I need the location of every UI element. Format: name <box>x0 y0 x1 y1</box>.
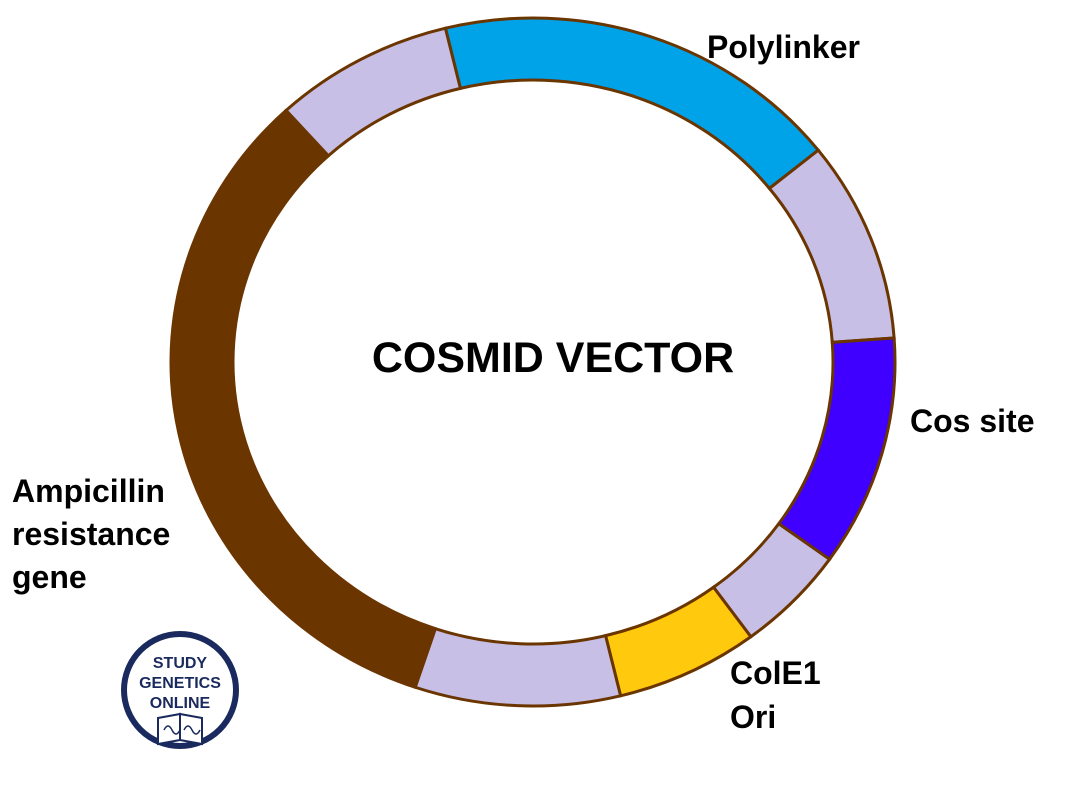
segment-cos-site <box>776 336 897 562</box>
label-resistance: resistance <box>12 516 170 552</box>
label-cole1: ColE1 <box>730 655 821 691</box>
study-genetics-online-logo: STUDY GENETICS ONLINE <box>121 631 239 749</box>
label-gene: gene <box>12 559 87 595</box>
diagram-title: COSMID VECTOR <box>372 334 734 382</box>
plasmid-ring <box>169 16 897 708</box>
book-icon <box>157 712 203 746</box>
segment-spacer-3 <box>413 626 623 708</box>
logo-ring <box>121 631 239 749</box>
label-ampicillin: Ampicillin <box>12 473 165 509</box>
label-ori: Ori <box>730 699 776 735</box>
segment-ampicillin <box>169 108 438 690</box>
logo-line-1: STUDY <box>153 655 208 672</box>
logo-line-3: ONLINE <box>150 695 211 712</box>
segment-spacer-1 <box>767 148 896 344</box>
label-cos-site: Cos site <box>910 403 1034 439</box>
segment-spacer-4 <box>283 26 463 158</box>
logo-line-2: GENETICS <box>139 675 221 692</box>
label-polylinker: Polylinker <box>707 29 860 65</box>
